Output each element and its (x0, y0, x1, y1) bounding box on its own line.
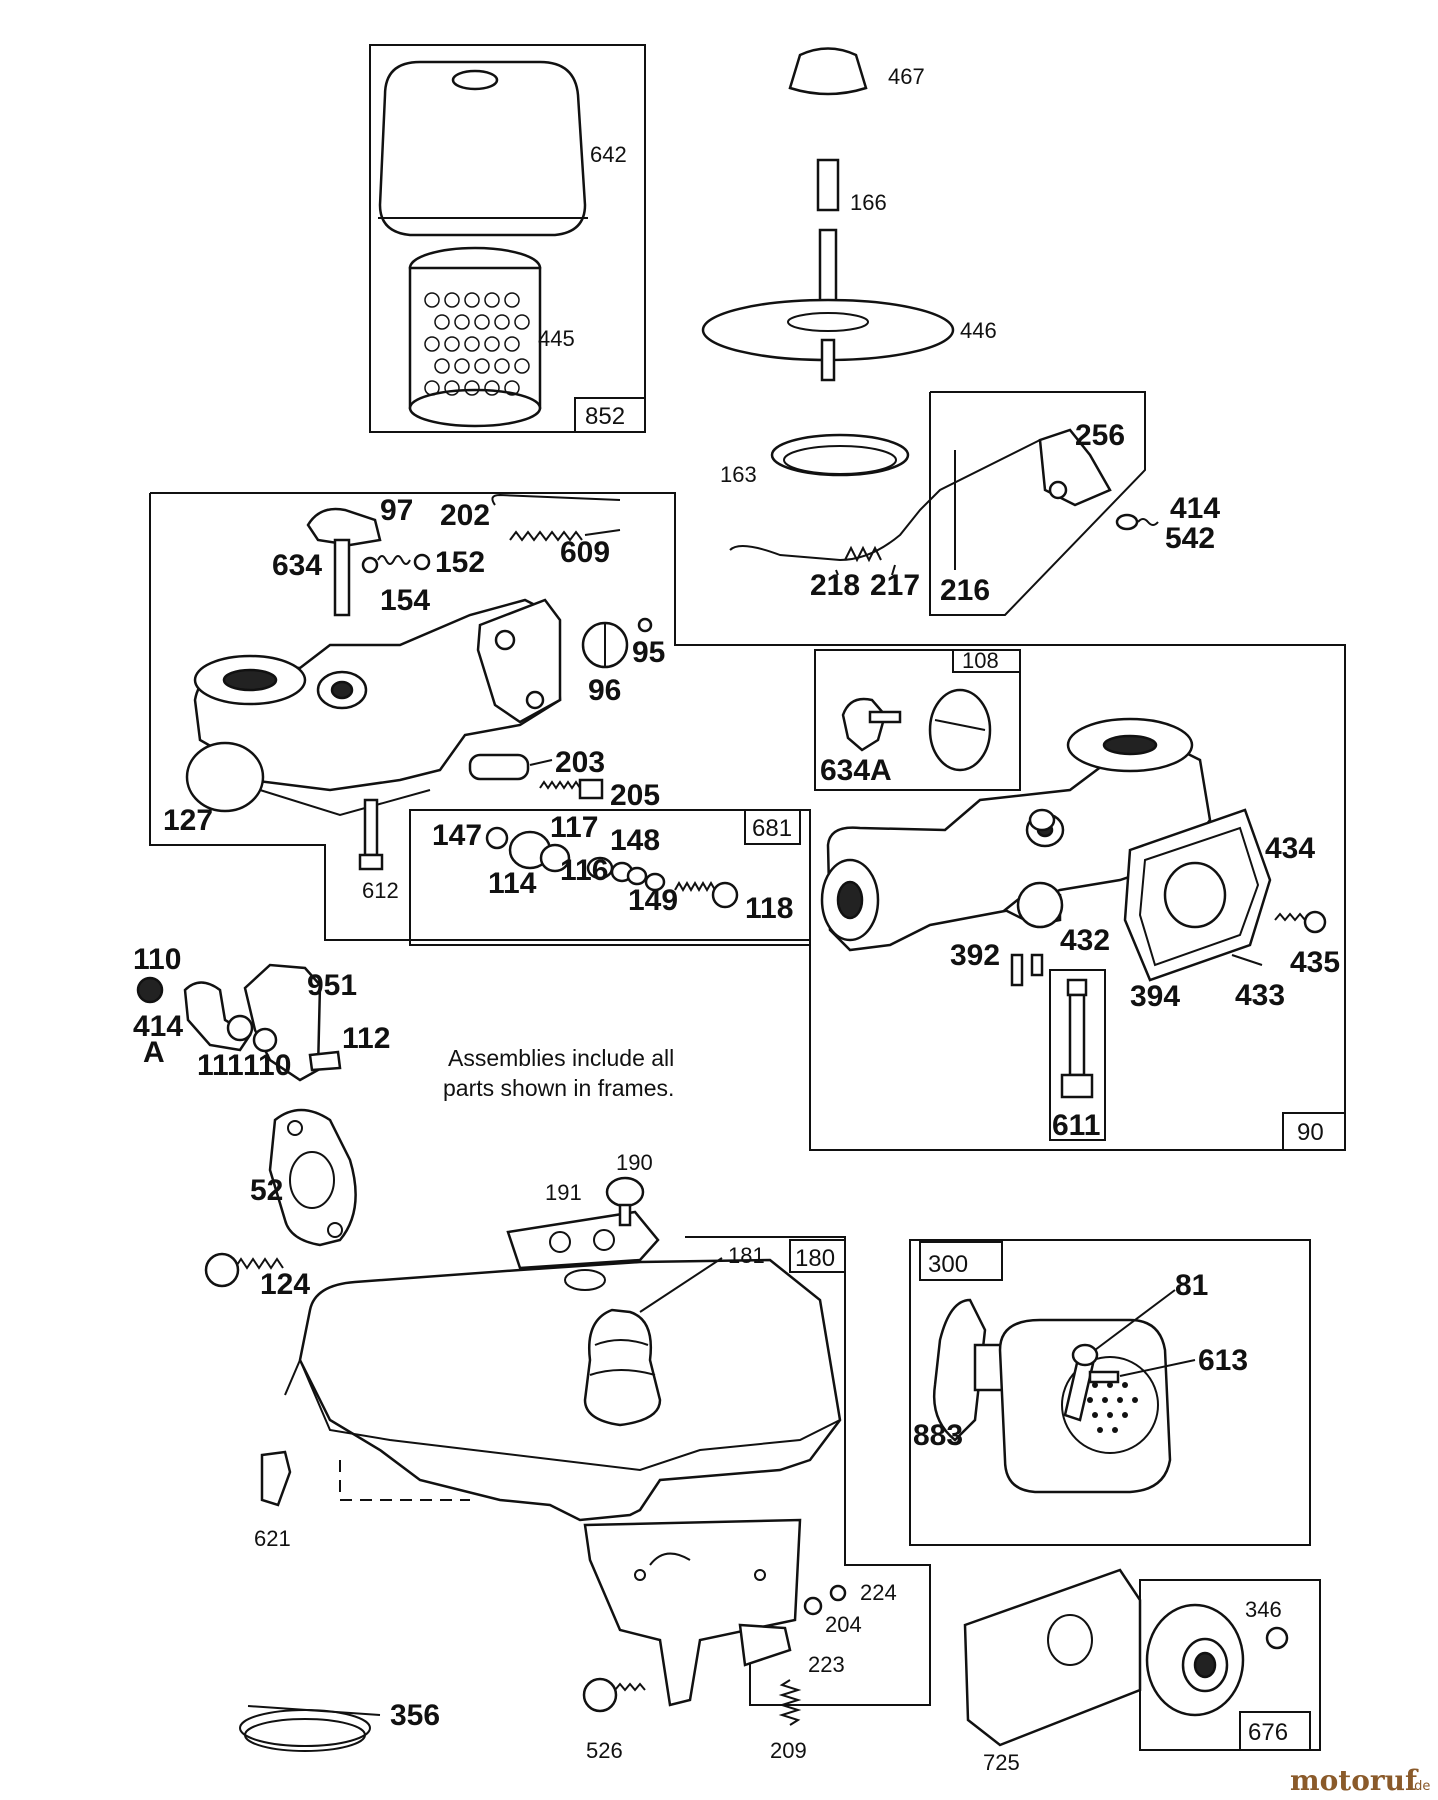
watermark: motoruf .de (1290, 1764, 1430, 1797)
label-149: 149 (628, 884, 678, 917)
governor-link-frame: 256 218 217 216 414 542 (729, 391, 1220, 616)
label-224: 224 (860, 1580, 897, 1605)
choke-lever-assembly: 110 414 A 951 111 110 112 (133, 943, 390, 1082)
label-114: 114 (488, 867, 537, 900)
label-97: 97 (380, 494, 413, 527)
label-191: 191 (545, 1180, 582, 1205)
label-218: 218 (810, 569, 860, 602)
label-725: 725 (983, 1750, 1020, 1775)
label-642: 642 (590, 142, 627, 167)
label-394: 394 (1130, 980, 1180, 1013)
assemblies-note-line1: Assemblies include all (448, 1045, 674, 1071)
intake-gasket-and-bolt: 52 124 (204, 1108, 357, 1301)
label-163: 163 (720, 462, 757, 487)
frame-label-676: 676 (1248, 1719, 1288, 1746)
label-154: 154 (380, 584, 430, 617)
label-621: 621 (254, 1526, 291, 1551)
label-96: 96 (588, 674, 621, 707)
label-202: 202 (440, 499, 490, 532)
label-117: 117 (550, 811, 598, 844)
label-110a: 110 (133, 943, 181, 976)
muffler-frame-300: 300 81 613 883 (909, 1239, 1311, 1546)
frame-label-108: 108 (962, 648, 999, 673)
label-95: 95 (632, 636, 665, 669)
label-346: 346 (1245, 1597, 1282, 1622)
label-111: 111 (197, 1049, 244, 1082)
label-467: 467 (888, 64, 925, 89)
assemblies-note-line2: parts shown in frames. (443, 1075, 674, 1101)
label-526: 526 (586, 1738, 623, 1763)
frame-label-180: 180 (795, 1245, 835, 1272)
carburetor-frame: 97 634 152 154 202 609 127 612 95 9 (149, 492, 1346, 1151)
label-110b: 110 (243, 1049, 291, 1082)
label-152: 152 (435, 546, 485, 579)
label-634: 634 (272, 549, 322, 582)
label-542: 542 (1165, 522, 1215, 555)
label-112: 112 (342, 1022, 390, 1055)
label-414: 414 (1170, 492, 1220, 525)
label-435: 435 (1290, 946, 1340, 979)
frame-label-681: 681 (752, 815, 792, 842)
label-612: 612 (362, 878, 399, 903)
label-203: 203 (555, 746, 605, 779)
label-951: 951 (307, 969, 357, 1002)
label-433: 433 (1235, 979, 1285, 1012)
label-414a: 414 (133, 1010, 183, 1043)
label-181: 181 (728, 1243, 765, 1268)
fuel-tank-frame: 180 190 191 181 621 224 204 223 (254, 1150, 931, 1763)
label-205: 205 (610, 779, 660, 812)
label-611: 611 (1052, 1109, 1100, 1142)
label-116: 116 (560, 854, 608, 887)
label-190: 190 (616, 1150, 653, 1175)
label-52: 52 (250, 1174, 283, 1207)
label-166: 166 (850, 190, 887, 215)
watermark-brand: motoruf (1290, 1764, 1419, 1797)
label-223: 223 (808, 1652, 845, 1677)
label-634a: 634A (820, 754, 892, 787)
label-127: 127 (163, 804, 213, 837)
label-434: 434 (1265, 832, 1315, 865)
label-217: 217 (870, 569, 920, 602)
label-216: 216 (940, 574, 990, 607)
label-81: 81 (1175, 1269, 1208, 1302)
label-609: 609 (560, 536, 610, 569)
fuel-line-356: 356 (239, 1699, 440, 1752)
frame-label-852: 852 (585, 403, 625, 430)
label-209: 209 (770, 1738, 807, 1763)
frame-852-air-cleaner: 852 642 445 (369, 44, 646, 433)
label-204: 204 (825, 1612, 862, 1637)
label-124: 124 (260, 1268, 310, 1301)
label-613: 613 (1198, 1344, 1248, 1377)
label-118: 118 (745, 892, 793, 925)
frame-label-90: 90 (1297, 1119, 1324, 1146)
label-256: 256 (1075, 419, 1125, 452)
muffler-guard-725: 676 346 725 (963, 1568, 1321, 1775)
label-147: 147 (432, 819, 482, 852)
air-cleaner-hardware: 467 166 446 163 (701, 47, 997, 487)
label-414a-suffix: A (143, 1036, 165, 1069)
label-356: 356 (390, 1699, 440, 1732)
label-883: 883 (913, 1419, 963, 1452)
frame-label-300: 300 (928, 1251, 968, 1278)
label-392: 392 (950, 939, 1000, 972)
watermark-tld: .de (1410, 1779, 1430, 1794)
label-445: 445 (538, 326, 575, 351)
label-432: 432 (1060, 924, 1110, 957)
label-148: 148 (610, 824, 660, 857)
label-446: 446 (960, 318, 997, 343)
